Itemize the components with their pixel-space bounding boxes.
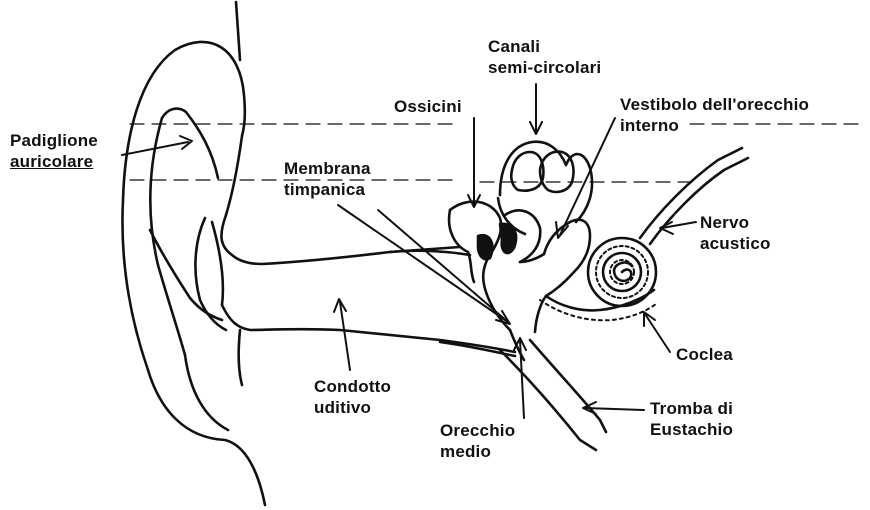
label-canali-line2: semi-circolari [488, 57, 601, 78]
label-padiglione-line2: auricolare [10, 151, 98, 172]
label-orecchio-medio: Orecchio medio [440, 420, 515, 462]
label-padiglione-line1: Padiglione [10, 130, 98, 151]
label-membrana-line2: timpanica [284, 179, 371, 200]
label-nervo-line1: Nervo [700, 212, 771, 233]
label-nervo-line2: acustico [700, 233, 771, 254]
label-orecchio-line1: Orecchio [440, 420, 515, 441]
label-vestibolo-line2: interno [620, 115, 809, 136]
ear-canal [390, 251, 515, 356]
label-canali-line1: Canali [488, 36, 601, 57]
label-tromba-line1: Tromba di [650, 398, 733, 419]
label-ossicini-text: Ossicini [394, 96, 462, 117]
label-vestibolo-line1: Vestibolo dell'orecchio [620, 94, 809, 115]
cochlea-spiral [540, 238, 656, 320]
label-tromba-line2: Eustachio [650, 419, 733, 440]
label-condotto-line2: uditivo [314, 397, 391, 418]
label-vestibolo: Vestibolo dell'orecchio interno [620, 94, 809, 136]
vestibule [535, 220, 590, 332]
label-ossicini: Ossicini [394, 96, 462, 117]
label-nervo-acustico: Nervo acustico [700, 212, 771, 254]
label-canali-semicircolari: Canali semi-circolari [488, 36, 601, 78]
ossicles [449, 202, 544, 330]
label-coclea-text: Coclea [676, 344, 733, 365]
label-membrana-line1: Membrana [284, 158, 371, 179]
label-orecchio-line2: medio [440, 441, 515, 462]
label-coclea: Coclea [676, 344, 733, 365]
label-condotto-uditivo: Condotto uditivo [314, 376, 391, 418]
label-padiglione-auricolare: Padiglione auricolare [10, 130, 98, 172]
label-tromba-eustachio: Tromba di Eustachio [650, 398, 733, 440]
label-membrana-timpanica: Membrana timpanica [284, 158, 371, 200]
label-condotto-line1: Condotto [314, 376, 391, 397]
